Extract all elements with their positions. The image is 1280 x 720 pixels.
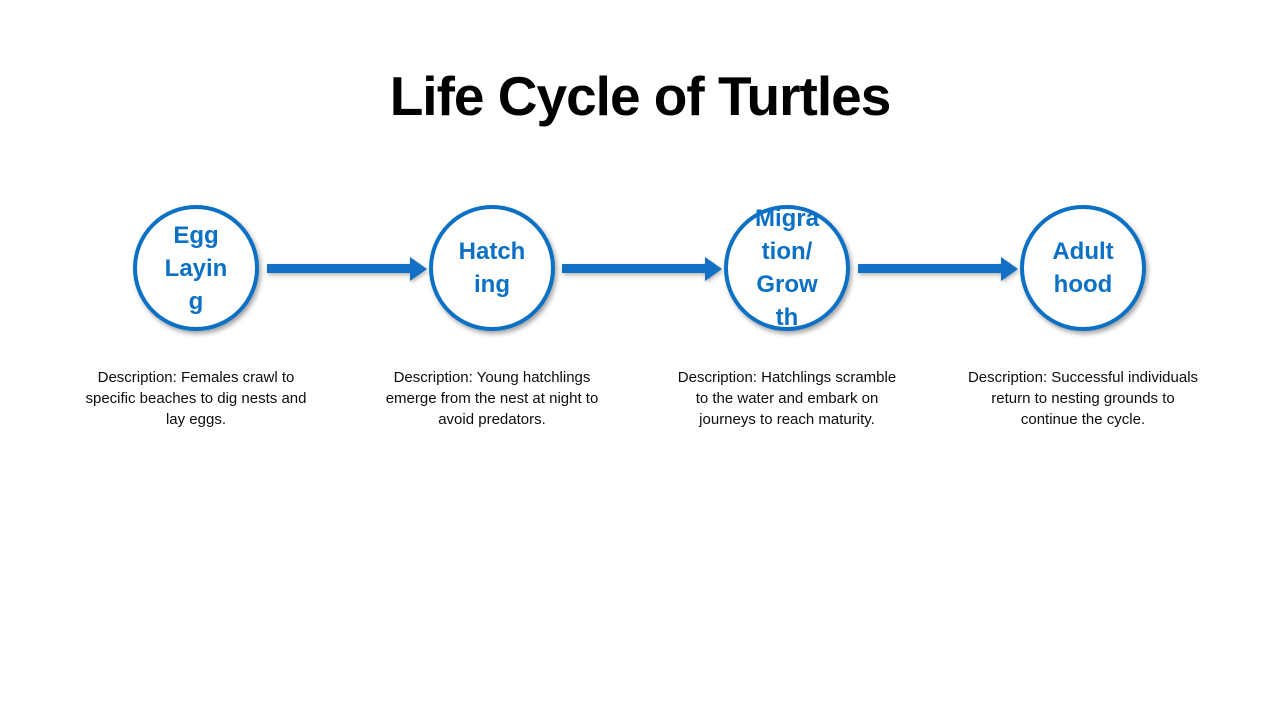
- stage-circle-adulthood: Adult hood: [1020, 205, 1146, 331]
- arrow-head-icon: [1001, 257, 1018, 281]
- flow-arrow-3: [858, 257, 1018, 281]
- arrow-head-icon: [705, 257, 722, 281]
- stage-description-adulthood: Description: Successful individuals retu…: [967, 369, 1199, 428]
- arrow-shaft: [267, 264, 413, 273]
- arrow-shaft: [562, 264, 708, 273]
- stage-label-migration-growth: Migra tion/ Grow th: [754, 205, 819, 331]
- arrow-shaft: [858, 264, 1004, 273]
- page-title: Life Cycle of Turtles: [389, 65, 892, 127]
- stage-circle-migration-growth: Migra tion/ Grow th: [724, 205, 850, 331]
- stage-description-hatching: Description: Young hatchlings emerge fro…: [385, 369, 599, 428]
- flow-arrow-2: [562, 257, 722, 281]
- flow-arrow-1: [267, 257, 427, 281]
- stage-label-hatching: Hatch ing: [458, 238, 526, 298]
- stage-description-migration-growth: Description: Hatchlings scramble to the …: [677, 369, 897, 428]
- stage-circle-hatching: Hatch ing: [429, 205, 555, 331]
- stage-circle-egg-laying: Egg Layin g: [133, 205, 259, 331]
- stage-label-adulthood: Adult hood: [1052, 238, 1114, 298]
- arrow-head-icon: [410, 257, 427, 281]
- stage-description-egg-laying: Description: Females crawl to specific b…: [85, 369, 307, 428]
- stage-label-egg-laying: Egg Layin g: [164, 221, 228, 315]
